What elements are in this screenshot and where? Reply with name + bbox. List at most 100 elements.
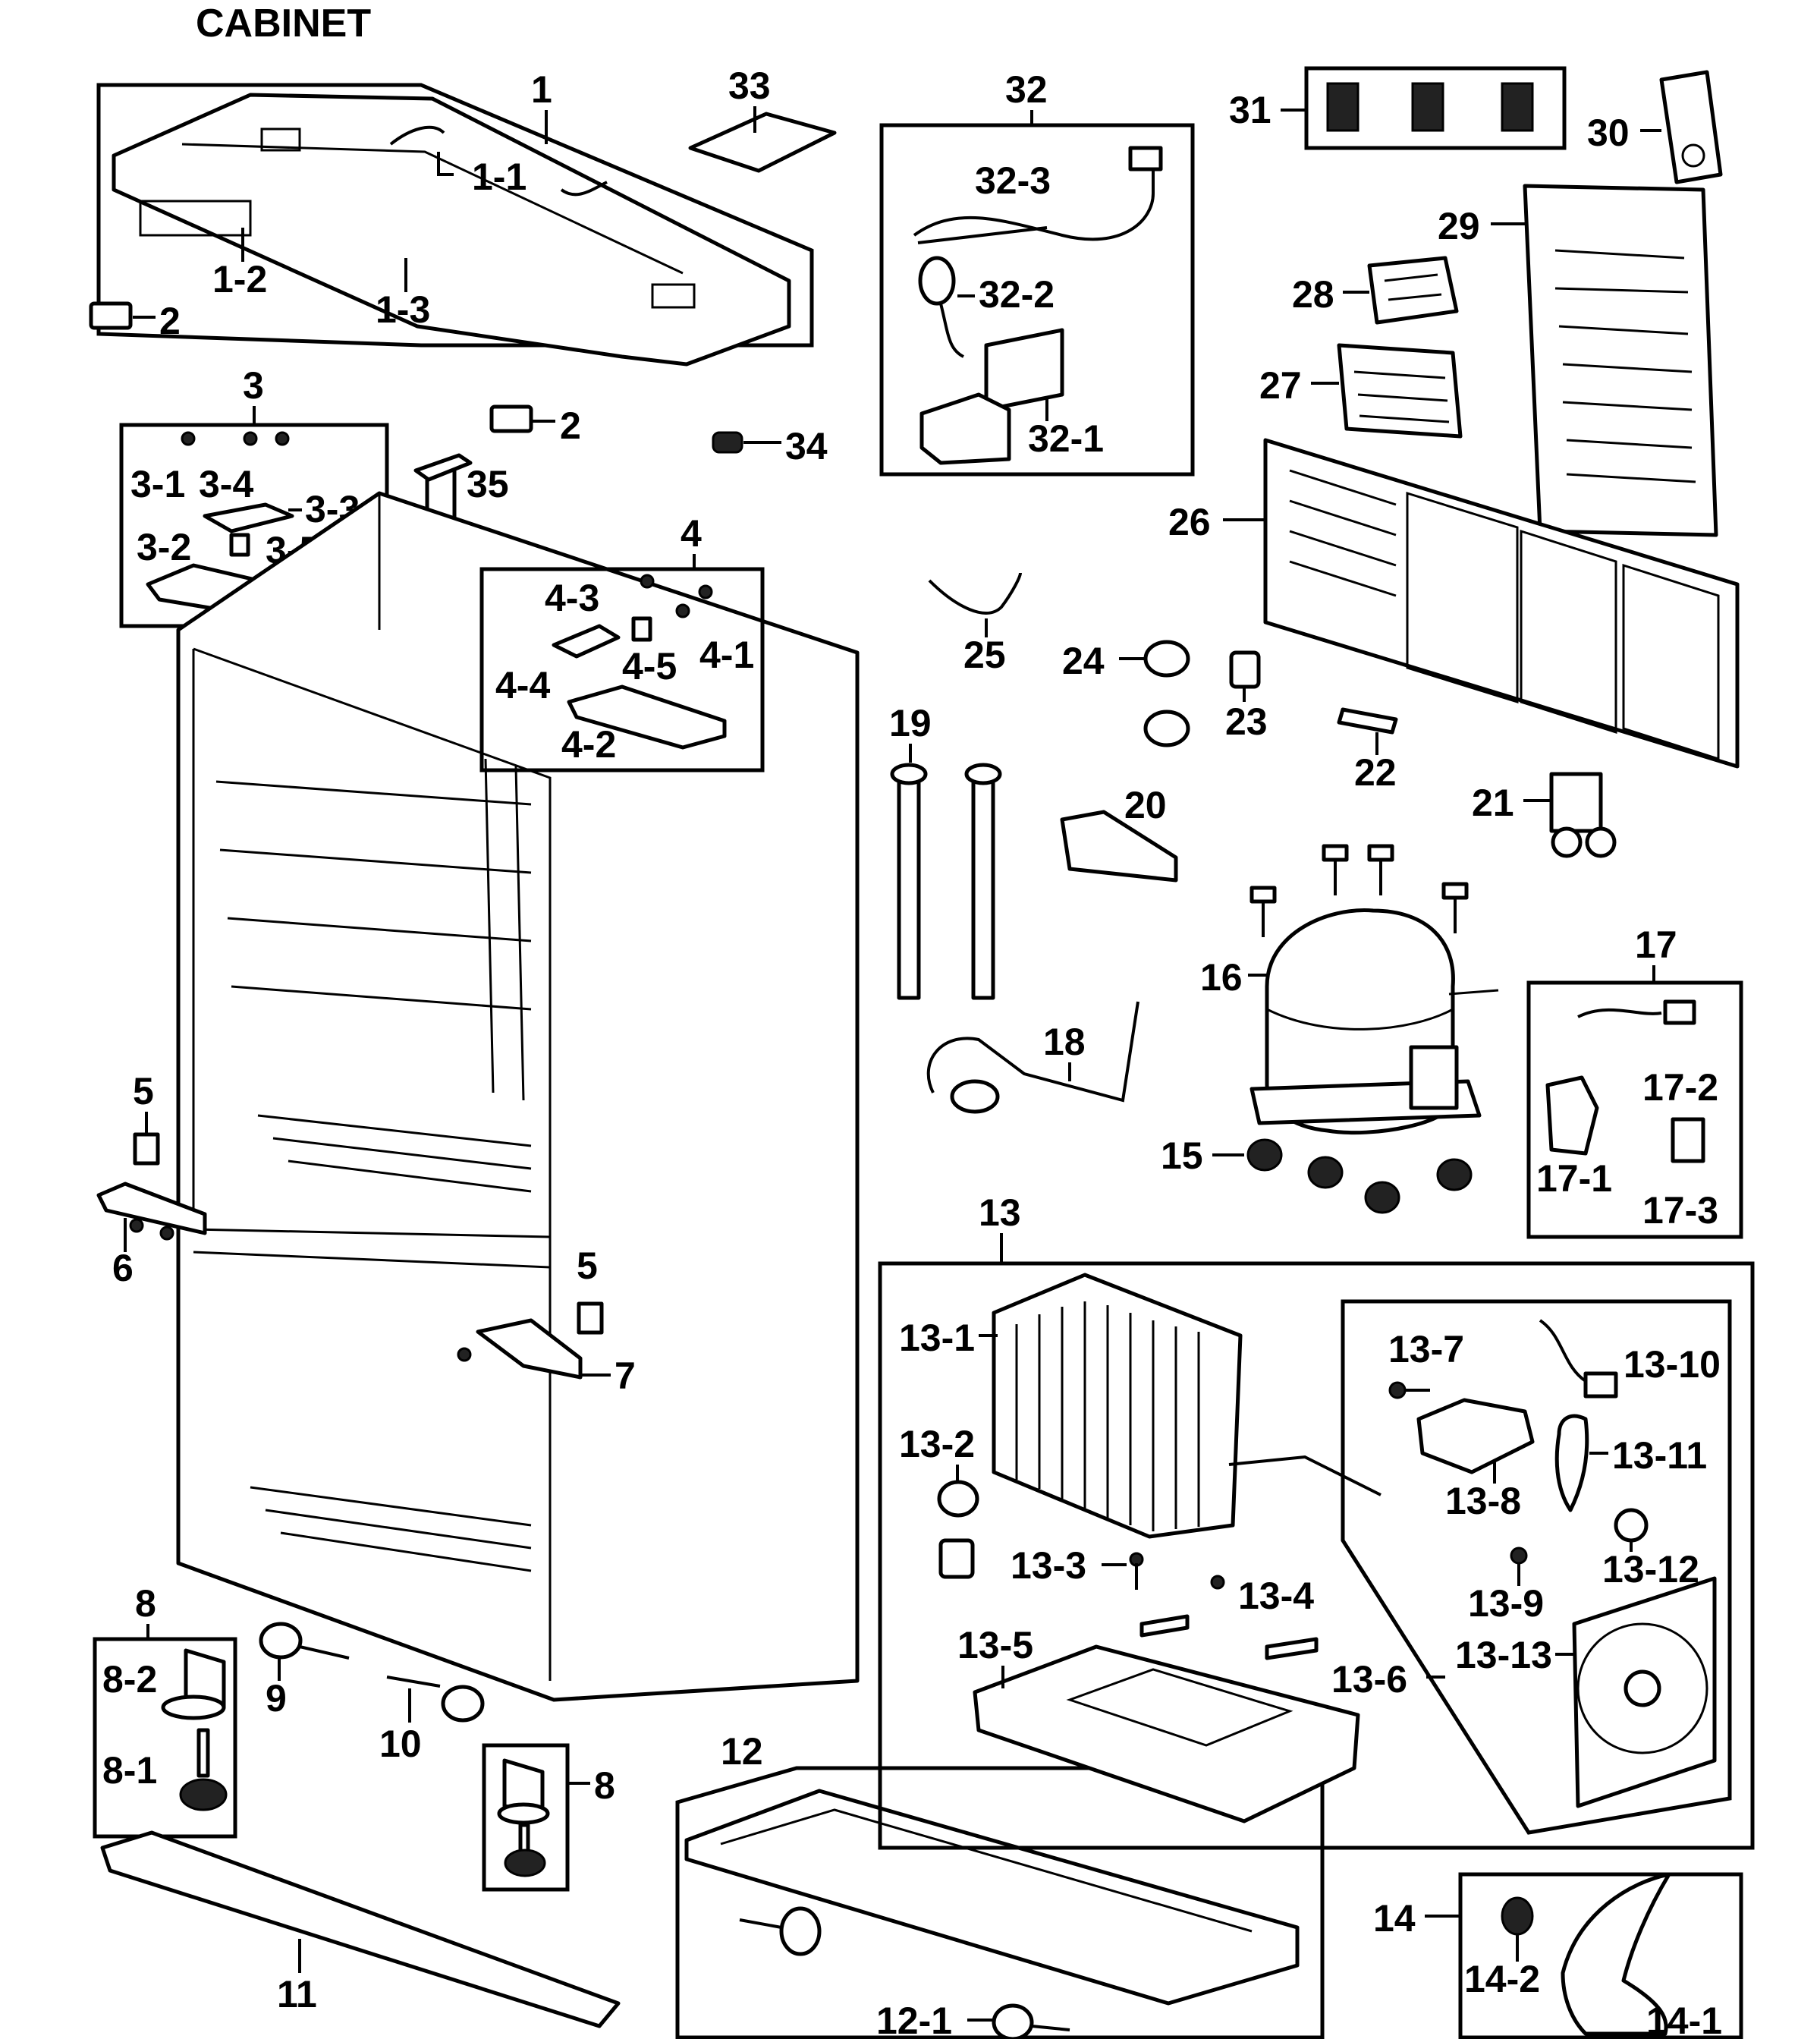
label-19: 19 — [889, 702, 932, 744]
part-17-relay-overload — [1545, 999, 1705, 1163]
label-32-1: 32-1 — [1028, 417, 1104, 460]
label-22: 22 — [1354, 751, 1397, 794]
label-33: 33 — [728, 65, 771, 107]
label-27: 27 — [1259, 364, 1302, 407]
part-32-wire-harness — [913, 146, 1163, 465]
label-1-3: 1-3 — [376, 288, 430, 331]
label-13-7: 13-7 — [1388, 1328, 1464, 1370]
label-17-3: 17-3 — [1642, 1189, 1718, 1232]
label-5b: 5 — [577, 1244, 598, 1287]
label-14-2: 14-2 — [1464, 1958, 1540, 2000]
box-13 — [878, 1261, 1755, 1850]
label-29: 29 — [1438, 205, 1480, 247]
part-25-wire — [928, 572, 1022, 615]
part-20-bracket — [1060, 810, 1178, 883]
part-29-caution-panel — [1523, 184, 1718, 537]
label-8a: 8 — [135, 1582, 156, 1625]
label-25: 25 — [963, 634, 1006, 676]
label-9: 9 — [266, 1677, 287, 1720]
label-4: 4 — [681, 512, 702, 555]
box-4 — [479, 567, 765, 772]
label-4-1: 4-1 — [699, 634, 754, 676]
label-13-3: 13-3 — [1011, 1544, 1086, 1587]
label-1-1: 1-1 — [472, 156, 527, 198]
part-21-water-valve — [1549, 772, 1617, 858]
part-14-fan-blade — [1501, 1872, 1671, 2036]
label-3-2: 3-2 — [137, 526, 191, 568]
label-16: 16 — [1200, 956, 1243, 999]
part-13-5-drain-pan — [973, 1644, 1360, 1823]
part-13-3-screw — [1129, 1552, 1144, 1590]
label-11: 11 — [277, 1973, 317, 2015]
part-18-capillary-tube — [926, 1001, 1139, 1114]
label-28: 28 — [1292, 273, 1334, 316]
label-13: 13 — [979, 1191, 1021, 1234]
box-13-6 — [1341, 1299, 1732, 1835]
part-5-stopper — [133, 1132, 604, 1335]
box-17 — [1526, 980, 1743, 1239]
label-4-3: 4-3 — [545, 577, 599, 619]
label-3-1: 3-1 — [130, 463, 185, 505]
box-14 — [1458, 1872, 1743, 2039]
part-11-base-bar — [100, 1830, 621, 2028]
part-24-dampers — [1143, 640, 1190, 747]
part-4-hinge-assembly — [552, 574, 727, 750]
label-35: 35 — [467, 463, 509, 505]
part-13-1-evaporator — [992, 1273, 1382, 1539]
label-8b: 8 — [594, 1764, 615, 1807]
label-26: 26 — [1168, 501, 1211, 543]
label-15: 15 — [1161, 1134, 1203, 1177]
label-3-4: 3-4 — [199, 463, 253, 505]
part-13-4-fuse — [1139, 1575, 1319, 1660]
part-26-rear-cover — [1263, 438, 1740, 769]
label-4-2: 4-2 — [561, 723, 616, 766]
label-3: 3 — [243, 364, 264, 407]
compressor-bolts — [1249, 844, 1469, 937]
label-6: 6 — [112, 1247, 134, 1289]
part-30-cover — [1659, 70, 1723, 184]
part-13-2-dampers — [937, 1480, 979, 1579]
part-16-compressor — [1249, 908, 1499, 1135]
label-10: 10 — [379, 1723, 422, 1765]
label-13-12: 13-12 — [1602, 1548, 1699, 1591]
label-5a: 5 — [133, 1070, 154, 1112]
label-13-1: 13-1 — [899, 1317, 975, 1359]
label-13-13: 13-13 — [1455, 1634, 1552, 1676]
part-22-heater — [1337, 707, 1398, 735]
label-12-1: 12-1 — [876, 2000, 952, 2039]
part-7-hinge — [457, 1318, 583, 1380]
label-21: 21 — [1472, 782, 1514, 824]
label-13-9: 13-9 — [1468, 1582, 1544, 1625]
label-8-1: 8-1 — [102, 1749, 157, 1792]
part-9-roller — [259, 1622, 350, 1660]
label-13-11: 13-11 — [1612, 1434, 1707, 1477]
part-8-leveling-foot-b — [497, 1758, 550, 1877]
label-32: 32 — [1005, 68, 1048, 111]
label-7: 7 — [615, 1355, 636, 1397]
label-17: 17 — [1635, 924, 1677, 966]
label-13-4: 13-4 — [1238, 1575, 1314, 1617]
label-24: 24 — [1062, 640, 1105, 682]
label-17-1: 17-1 — [1536, 1157, 1612, 1200]
label-13-5: 13-5 — [957, 1624, 1033, 1666]
part-28-pcb — [1367, 256, 1459, 325]
label-18: 18 — [1043, 1021, 1086, 1063]
label-13-8: 13-8 — [1445, 1480, 1521, 1522]
box-32 — [879, 123, 1195, 477]
label-1: 1 — [531, 68, 552, 111]
part-23-grommet — [1229, 650, 1261, 689]
label-34: 34 — [785, 425, 828, 467]
part-8-leveling-foot-a — [161, 1648, 228, 1811]
label-12: 12 — [721, 1730, 763, 1773]
label-32-2: 32-2 — [979, 273, 1055, 316]
box-12 — [675, 1766, 1325, 2039]
part-12-base-plate — [684, 1789, 1300, 2039]
part-34-fitting — [712, 431, 743, 454]
label-2a: 2 — [159, 300, 181, 342]
label-20: 20 — [1124, 784, 1167, 826]
diagram-title: CABINET — [196, 2, 371, 46]
label-8-2: 8-2 — [102, 1658, 157, 1701]
label-13-10: 13-10 — [1624, 1343, 1721, 1386]
